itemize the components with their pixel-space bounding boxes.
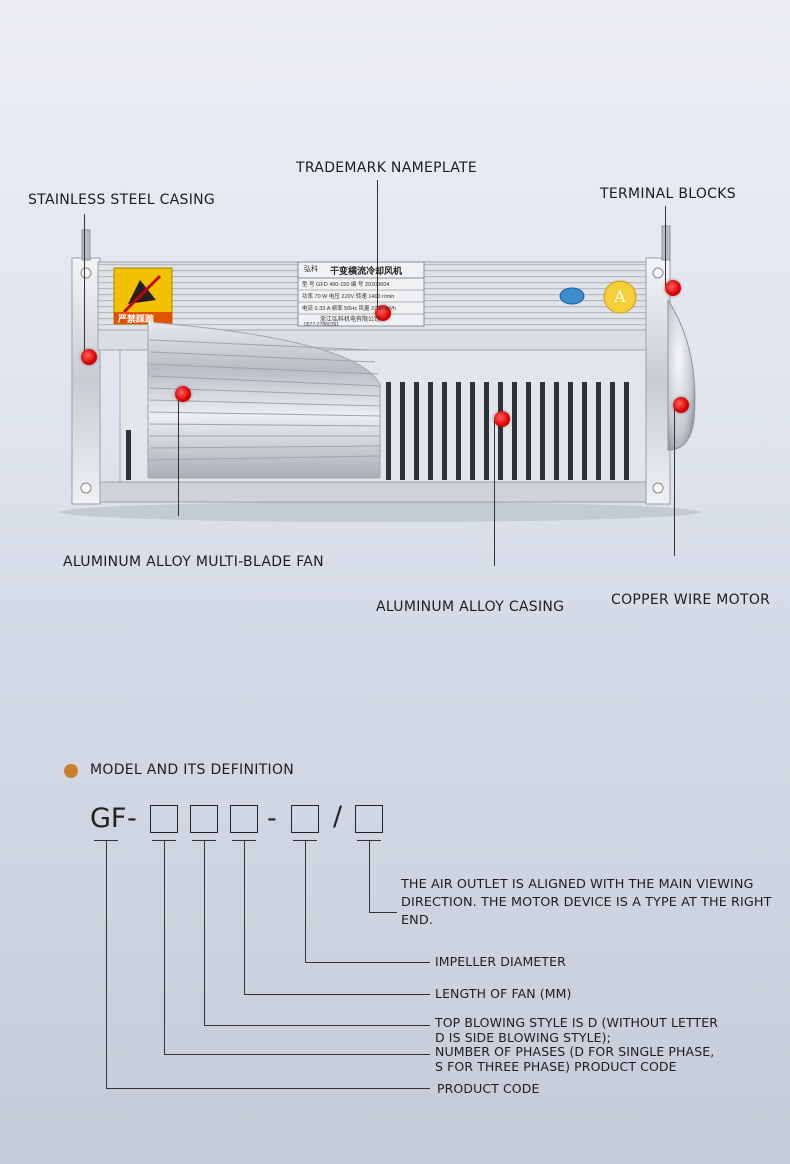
callout-dot-nameplate xyxy=(375,305,391,321)
code-box-blowing xyxy=(190,805,218,833)
label-copper-motor: COPPER WIRE MOTOR xyxy=(611,592,771,608)
label-stainless-steel-casing: STAINLESS STEEL CASING xyxy=(28,192,216,208)
code-box-impeller xyxy=(291,805,319,833)
nameplate-phone: 0577-27880391 xyxy=(304,322,340,328)
callout-dot-fan xyxy=(175,386,191,402)
code-prefix: GF xyxy=(90,803,127,834)
label-aluminum-fan: ALUMINUM ALLOY MULTI-BLADE FAN xyxy=(63,554,324,570)
callout-dot-casing xyxy=(494,411,510,427)
nameplate-title: 干变横流冷却风机 xyxy=(330,266,403,276)
def-blowing: TOP BLOWING STYLE IS D (WITHOUT LETTER D… xyxy=(435,1015,719,1045)
definition-heading: MODEL AND ITS DEFINITION xyxy=(90,762,295,778)
def-phases: NUMBER OF PHASES (D FOR SINGLE PHASE, S … xyxy=(435,1044,715,1074)
code-dash-1: - xyxy=(127,803,137,834)
label-aluminum-casing: ALUMINUM ALLOY CASING xyxy=(376,599,565,615)
code-box-phases xyxy=(150,805,178,833)
heading-dot xyxy=(64,764,78,778)
badge-a: A xyxy=(614,287,626,306)
fan-illustration: TRADEMARK NAMEPLATE STAINLESS STEEL CASI… xyxy=(0,0,790,615)
def-length: LENGTH OF FAN (MM) xyxy=(435,986,572,1001)
nameplate-row-1: 型 号 GFD 490-150 编 号 20200604 xyxy=(302,282,390,288)
callout-dot-stainless xyxy=(81,349,97,365)
code-box-length xyxy=(230,805,258,833)
def-outlet: THE AIR OUTLET IS ALIGNED WITH THE MAIN … xyxy=(401,877,772,928)
callout-dot-terminal xyxy=(665,280,681,296)
def-impeller: IMPELLER DIAMETER xyxy=(435,954,566,969)
nameplate-maker: 浙江弘科机电有限公司 xyxy=(320,317,381,323)
code-slash: / xyxy=(333,801,343,832)
callout-dot-motor xyxy=(673,397,689,413)
nameplate-row-3: 电流 0.33 A 频率 50Hz 风量 2700 m³/h xyxy=(302,306,396,312)
label-trademark-nameplate: TRADEMARK NAMEPLATE xyxy=(296,160,478,176)
warning-label-text: 严禁踩踏 xyxy=(118,314,155,324)
code-box-outlet xyxy=(355,805,383,833)
label-terminal-blocks: TERMINAL BLOCKS xyxy=(600,186,736,202)
fan-drawing xyxy=(60,225,700,522)
nameplate-brand: 弘科 xyxy=(304,266,318,273)
code-dash-2: - xyxy=(267,803,277,834)
nameplate-row-2: 功率 70 W 电压 220V 转速 1400 r/min xyxy=(302,294,395,300)
def-product: PRODUCT CODE xyxy=(437,1081,540,1096)
